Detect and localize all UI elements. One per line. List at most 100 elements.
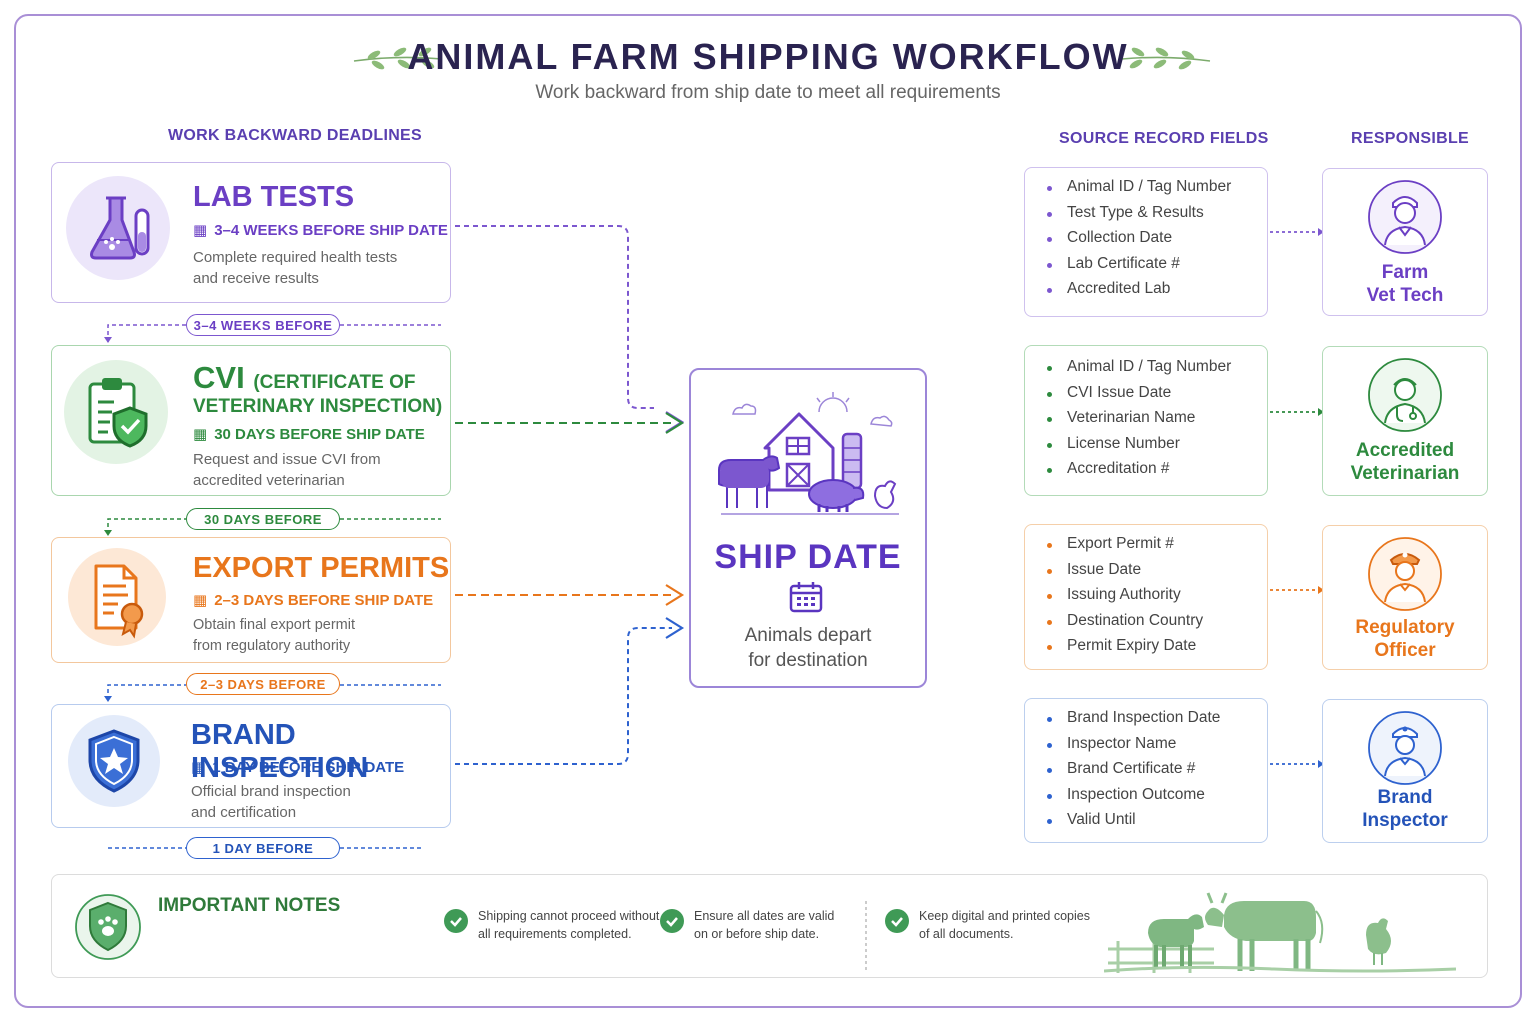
- field-item: Animal ID / Tag Number: [1047, 358, 1267, 384]
- responsible-role: Brand: [1377, 787, 1433, 808]
- calendar-icon: ▦: [191, 759, 206, 776]
- responsible-regulatory-officer: Regulatory Officer: [1322, 525, 1488, 670]
- field-item: Brand Inspection Date: [1047, 709, 1267, 735]
- star-shield-icon: [68, 715, 160, 807]
- step-title: CVI: [193, 360, 245, 395]
- note-text: on or before ship date.: [694, 927, 820, 941]
- responsible-role: Accredited: [1355, 440, 1455, 461]
- deadline-pill: 30 DAYS BEFORE: [186, 508, 340, 530]
- notes-title: IMPORTANT NOTES: [158, 895, 341, 916]
- field-item: Accreditation #: [1047, 460, 1267, 486]
- page-subtitle: Work backward from ship date to meet all…: [535, 82, 1001, 103]
- source-fields-export-permits: Export Permit # Issue Date Issuing Autho…: [1024, 524, 1268, 670]
- step-description: Obtain final export permit: [193, 617, 355, 633]
- ship-date-card: SHIP DATE Animals depart for destination: [689, 368, 927, 688]
- note-text: all requirements completed.: [478, 927, 632, 941]
- field-item: Test Type & Results: [1047, 204, 1267, 230]
- responsible-role: Officer: [1374, 640, 1436, 661]
- responsible-farm-vet-tech: Farm Vet Tech: [1322, 168, 1488, 316]
- source-fields-lab-tests: Animal ID / Tag Number Test Type & Resul…: [1024, 167, 1268, 317]
- ship-date-description: for destination: [748, 650, 868, 671]
- responsible-role: Inspector: [1362, 810, 1448, 831]
- lab-flask-icon: [66, 176, 170, 280]
- deadline-pill: 3–4 WEEKS BEFORE: [186, 314, 340, 336]
- step-title-suffix: (CERTIFICATE OF: [253, 372, 416, 393]
- deadline-pill: 1 DAY BEFORE: [186, 837, 340, 859]
- officer-person-icon: [1368, 537, 1442, 611]
- field-item: Issuing Authority: [1047, 586, 1267, 612]
- step-description: and receive results: [193, 270, 319, 287]
- vet-tech-person-icon: [1368, 180, 1442, 254]
- responsible-role: Veterinarian: [1350, 463, 1460, 484]
- responsible-role: Regulatory: [1355, 617, 1455, 638]
- farm-scene-icon: [718, 392, 899, 515]
- responsible-role: Vet Tech: [1366, 285, 1444, 306]
- step-deadline: 30 DAYS BEFORE SHIP DATE: [214, 425, 425, 443]
- source-fields-brand-inspection: Brand Inspection Date Inspector Name Bra…: [1024, 698, 1268, 843]
- field-item: License Number: [1047, 435, 1267, 461]
- note-item: Ensure all dates are valid on or before s…: [660, 907, 834, 943]
- step-title: EXPORT PERMITS: [193, 552, 450, 584]
- field-item: Export Permit #: [1047, 535, 1267, 561]
- fields-column-heading: SOURCE RECORD FIELDS: [1059, 130, 1269, 147]
- field-item: Inspector Name: [1047, 735, 1267, 761]
- note-text: Shipping cannot proceed without: [478, 909, 660, 923]
- field-item: Veterinarian Name: [1047, 409, 1267, 435]
- certificate-icon: [68, 548, 166, 646]
- inspector-person-icon: [1368, 711, 1442, 785]
- note-item: Shipping cannot proceed without all requi…: [444, 907, 659, 943]
- check-icon: [444, 909, 468, 933]
- left-sprig-icon: [353, 47, 443, 70]
- field-item: Permit Expiry Date: [1047, 637, 1267, 663]
- note-text: Ensure all dates are valid: [694, 909, 835, 923]
- calendar-icon: ▦: [193, 592, 208, 609]
- responsible-column-heading: RESPONSIBLE: [1351, 130, 1469, 147]
- field-item: Inspection Outcome: [1047, 786, 1267, 812]
- lab-tests-card: LAB TESTS ▦ 3–4 WEEKS BEFORE SHIP DATE C…: [51, 162, 451, 303]
- step-deadline: 3–4 WEEKS BEFORE SHIP DATE: [214, 221, 448, 239]
- right-sprig-icon: [1121, 47, 1211, 70]
- field-item: CVI Issue Date: [1047, 384, 1267, 410]
- calendar-icon: ▦: [193, 426, 208, 443]
- field-item: Destination Country: [1047, 612, 1267, 638]
- export-permits-card: EXPORT PERMITS ▦ 2–3 DAYS BEFORE SHIP DA…: [51, 537, 451, 663]
- step-description: and certification: [191, 804, 297, 821]
- step-deadline: 1 DAY BEFORE SHIP DATE: [212, 758, 405, 776]
- page-title: ANIMAL FARM SHIPPING WORKFLOW: [407, 36, 1129, 77]
- step-title-suffix: VETERINARY INSPECTION): [193, 396, 443, 417]
- important-notes-panel: IMPORTANT NOTES Shipping cannot proceed …: [51, 874, 1488, 978]
- field-item: Collection Date: [1047, 229, 1267, 255]
- step-title: BRAND INSPECTION: [191, 719, 369, 784]
- deadlines-column-heading: WORK BACKWARD DEADLINES: [168, 127, 423, 144]
- brand-inspection-card: BRAND INSPECTION ▦ 1 DAY BEFORE SHIP DAT…: [51, 704, 451, 828]
- calendar-icon: [789, 582, 823, 613]
- field-item: Lab Certificate #: [1047, 255, 1267, 281]
- step-title: LAB TESTS: [193, 181, 355, 213]
- responsible-accredited-veterinarian: Accredited Veterinarian: [1322, 346, 1488, 496]
- ship-date-title: SHIP DATE: [714, 538, 902, 576]
- step-deadline: 2–3 DAYS BEFORE SHIP DATE: [214, 591, 434, 609]
- responsible-brand-inspector: Brand Inspector: [1322, 699, 1488, 843]
- check-icon: [660, 909, 684, 933]
- ship-date-description: Animals depart: [744, 625, 872, 646]
- field-item: Animal ID / Tag Number: [1047, 178, 1267, 204]
- calendar-icon: ▦: [193, 222, 208, 239]
- note-text: Keep digital and printed copies: [919, 909, 1090, 923]
- field-item: Accredited Lab: [1047, 280, 1267, 306]
- check-icon: [885, 909, 909, 933]
- field-item: Brand Certificate #: [1047, 760, 1267, 786]
- step-description: from regulatory authority: [193, 638, 351, 654]
- divider: [865, 901, 867, 971]
- paw-shield-icon: [75, 894, 141, 960]
- farm-animals-illustration: [1104, 892, 1456, 973]
- field-item: Issue Date: [1047, 561, 1267, 587]
- deadline-pill: 2–3 DAYS BEFORE: [186, 673, 340, 695]
- veterinarian-person-icon: [1368, 358, 1442, 432]
- clipboard-shield-icon: [64, 360, 168, 464]
- step-description: Request and issue CVI from: [193, 451, 381, 468]
- step-description: Complete required health tests: [193, 249, 398, 266]
- field-item: Valid Until: [1047, 811, 1267, 837]
- step-description: accredited veterinarian: [193, 472, 345, 489]
